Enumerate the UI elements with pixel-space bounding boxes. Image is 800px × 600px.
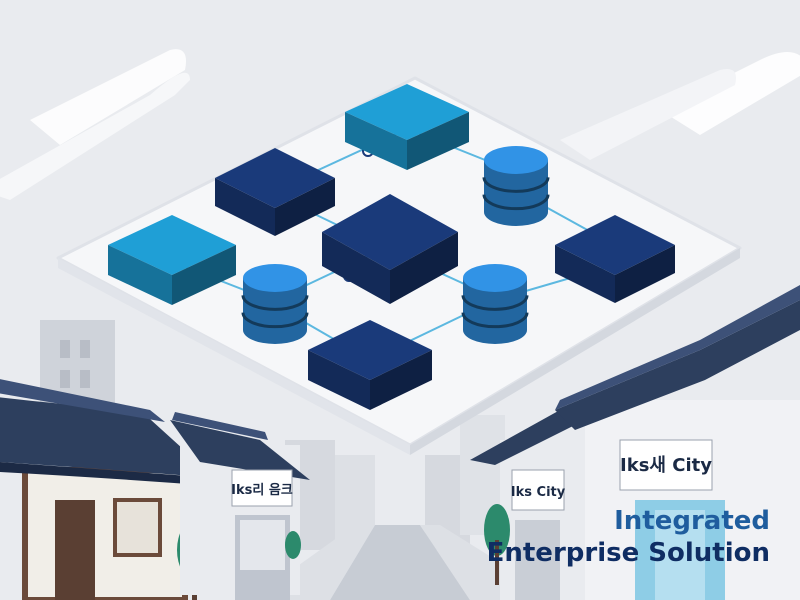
- server-block-right-left-face: [555, 245, 615, 303]
- middle-left-shop: [170, 412, 310, 600]
- server-block-upper-left-left-face: [215, 178, 275, 236]
- server-block-bottom-right-face: [370, 350, 432, 410]
- database-upper-right-band-1: [482, 177, 550, 193]
- database-upper-right-body: [484, 160, 548, 226]
- server-block-top-right-face: [407, 112, 469, 170]
- server-block-right: [555, 215, 675, 303]
- database-left-body: [243, 278, 307, 344]
- clouds: [0, 49, 800, 200]
- shop-sign-mid: Iks City: [511, 485, 566, 500]
- server-block-top-left-face: [345, 112, 407, 170]
- server-block-top: [345, 84, 469, 170]
- database-right-top: [463, 264, 527, 292]
- server-block-right-right-face: [615, 245, 675, 303]
- hanok-roof-right: [555, 300, 800, 430]
- database-upper-right-top: [484, 146, 548, 174]
- server-block-bottom-left-face: [308, 350, 370, 410]
- server-block-center-right-face: [390, 232, 458, 304]
- caption-line-2: Enterprise Solution: [486, 538, 770, 568]
- database-right-band-2: [461, 312, 529, 329]
- caption-line-1: Integrated: [614, 506, 770, 536]
- server-block-center: [322, 194, 458, 304]
- database-cylinders: [241, 146, 550, 344]
- database-left-band-1: [241, 295, 309, 311]
- database-right: [461, 264, 529, 344]
- server-block-left-left-face: [108, 245, 172, 305]
- database-right-band-1: [461, 295, 529, 311]
- right-shops: [470, 285, 800, 600]
- shop-sign-right: Iks새 City: [620, 455, 712, 476]
- shop-sign-left: Iks리 음크: [231, 482, 293, 498]
- hanok-roof-left: [0, 397, 215, 478]
- server-block-center-left-face: [322, 232, 390, 304]
- server-block-left-right-face: [172, 245, 236, 305]
- database-left: [241, 264, 309, 344]
- street: [330, 525, 470, 600]
- database-upper-right-band-2: [482, 194, 550, 211]
- database-left-top: [243, 264, 307, 292]
- server-block-upper-left-right-face: [275, 178, 335, 236]
- server-block-upper-left: [215, 148, 335, 236]
- database-left-band-2: [241, 312, 309, 329]
- server-block-bottom: [308, 320, 432, 410]
- server-block-left: [108, 215, 236, 305]
- server-blocks: [108, 84, 675, 410]
- database-right-body: [463, 278, 527, 344]
- database-upper-right: [482, 146, 550, 226]
